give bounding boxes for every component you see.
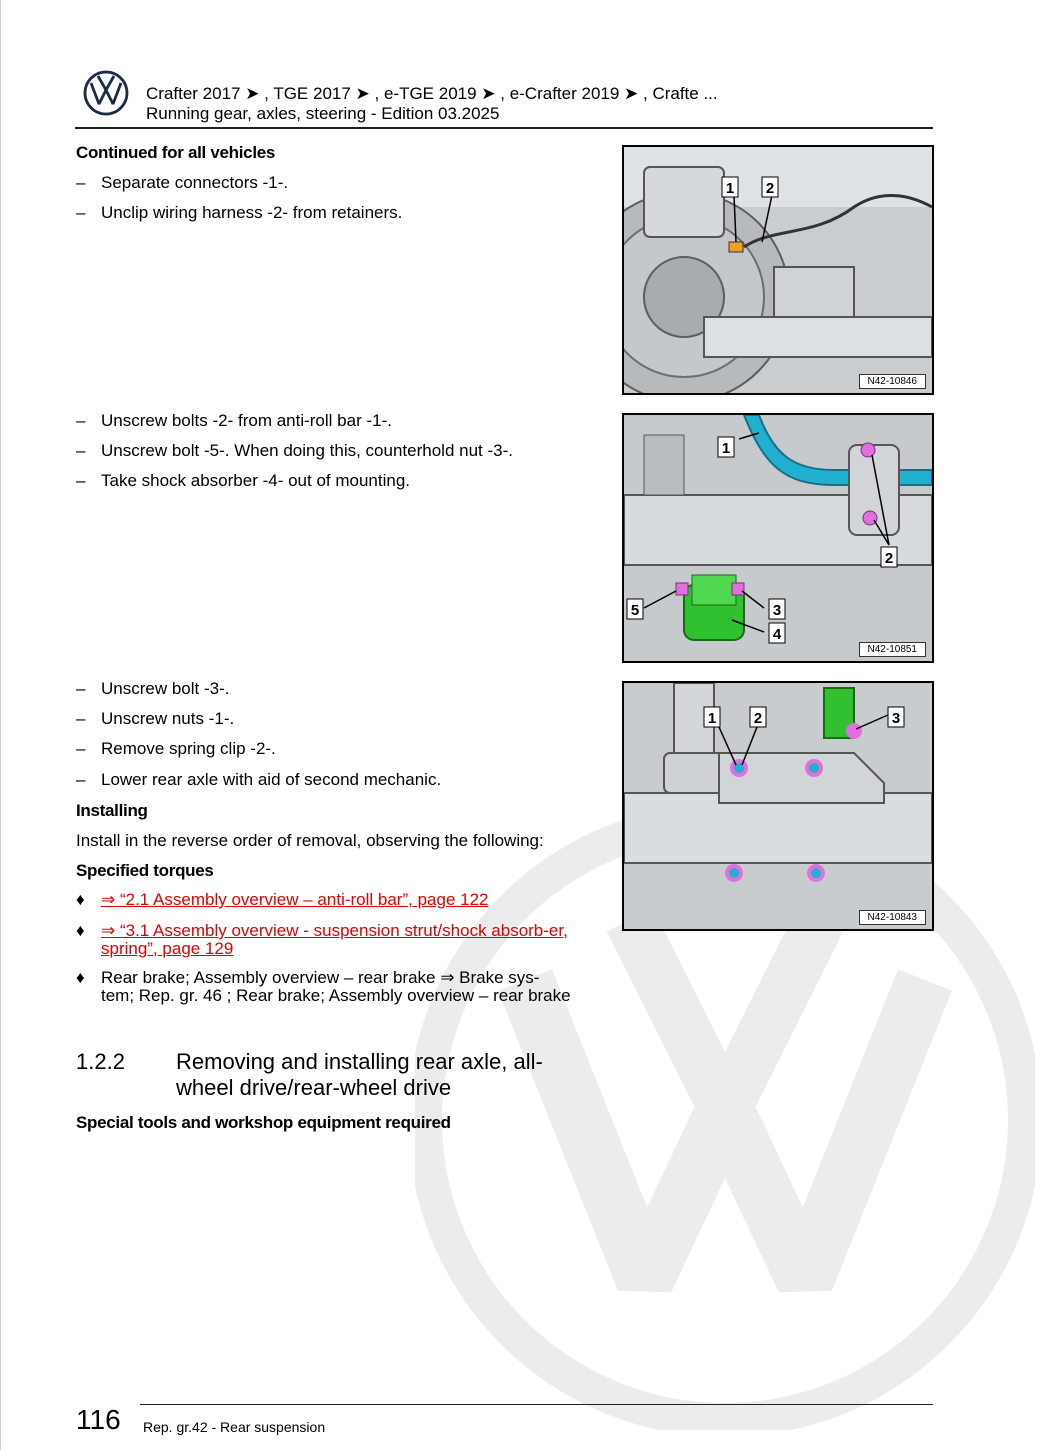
- heading-continued: Continued for all vehicles: [76, 143, 276, 162]
- link-suspension-strut-overview[interactable]: ⇒ “3.1 Assembly overview - suspension st…: [101, 921, 568, 958]
- figure-2-label: 4: [773, 626, 782, 643]
- footer-rule: [140, 1404, 933, 1405]
- section-title: Removing and installing rear axle, all-w…: [176, 1049, 543, 1100]
- header-text: Crafter 2017 ➤ , TGE 2017 ➤ , e-TGE 2019…: [146, 84, 718, 124]
- vw-logo-icon: [83, 70, 129, 116]
- figure-3-label: 1: [708, 710, 716, 727]
- bullet-icon: ♦: [76, 921, 85, 940]
- footer-chapter: Rep. gr.42 - Rear suspension: [143, 1419, 326, 1435]
- figure-2: 1 2 3 4 5 N42-10851: [622, 413, 934, 663]
- figure-1-label: 1: [726, 180, 734, 197]
- page-edge-left: [0, 0, 1, 1450]
- heading-specified-torques: Specified torques: [76, 861, 214, 880]
- figure-1-drawing: 1 2: [624, 147, 932, 393]
- header-vehicles: Crafter 2017 ➤ , TGE 2017 ➤ , e-TGE 2019…: [146, 84, 718, 103]
- rear-brake-note: Rear brake; Assembly overview – rear bra…: [101, 968, 571, 1005]
- figure-1-label: 2: [766, 180, 774, 197]
- figure-3-label: 3: [892, 710, 900, 727]
- figure-3-drawing: 1 2 3: [624, 683, 932, 929]
- bullet-icon: ♦: [76, 890, 85, 909]
- installing-intro: Install in the reverse order of removal,…: [76, 831, 544, 850]
- bullet-icon: ♦: [76, 968, 85, 987]
- figure-2-label: 5: [631, 602, 639, 619]
- figure-3-id: N42-10843: [858, 910, 926, 925]
- header-rule: [75, 127, 933, 129]
- header-manual-title: Running gear, axles, steering - Edition …: [146, 104, 500, 123]
- figure-3-label: 2: [754, 710, 762, 727]
- figure-2-drawing: 1 2 3 4 5: [624, 415, 932, 661]
- heading-special-tools: Special tools and workshop equipment req…: [76, 1113, 451, 1132]
- page-number: 116: [76, 1404, 121, 1435]
- figure-2-label: 1: [722, 440, 730, 457]
- figure-2-id: N42-10851: [858, 642, 926, 657]
- heading-installing: Installing: [76, 801, 148, 820]
- figure-2-label: 3: [773, 602, 781, 619]
- link-anti-roll-bar-overview[interactable]: ⇒ “2.1 Assembly overview – anti-roll bar…: [101, 890, 489, 909]
- figure-3: 1 2 3 N42-10843: [622, 681, 934, 931]
- section-number: 1.2.2: [76, 1049, 125, 1074]
- figure-1-id: N42-10846: [858, 374, 926, 389]
- figure-2-label: 2: [885, 550, 893, 567]
- figure-1: 1 2 N42-10846: [622, 145, 934, 395]
